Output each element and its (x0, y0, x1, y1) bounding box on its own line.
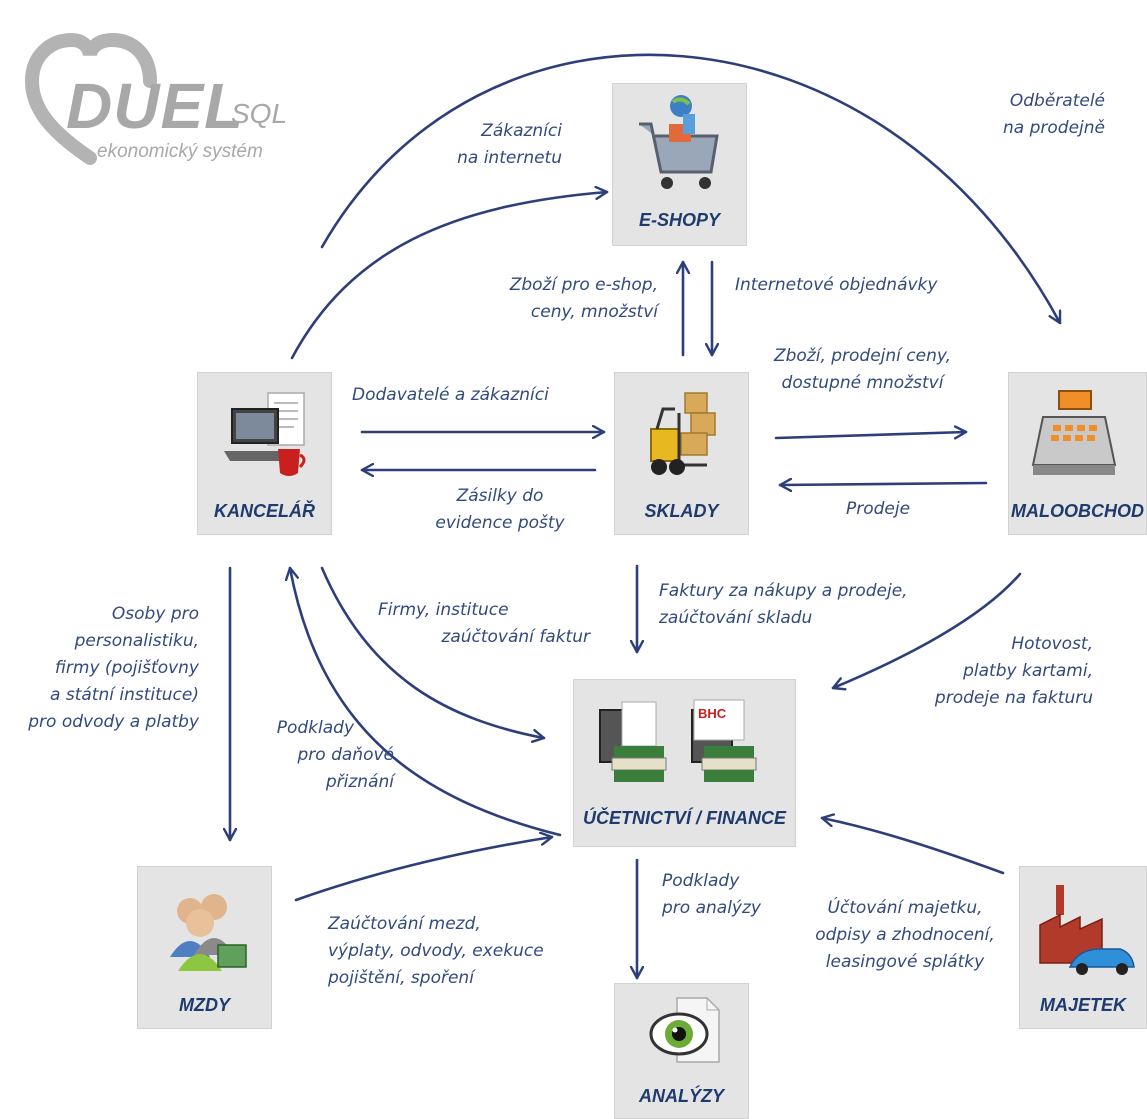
flow-label-line: Prodeje (846, 499, 911, 519)
flow-label-line: odpisy a zhodnocení, (815, 925, 995, 945)
flow-label-line: Faktury za nákupy a prodeje, (659, 581, 908, 601)
flow-label-line: pojištění, spoření (328, 968, 474, 988)
flow-label-hotovost: Hotovost, platby kartami, prodeje na fak… (880, 631, 1093, 712)
node-ucetnictvi: BHC ÚČETNICTVÍ / FINANCE (573, 679, 796, 847)
flow-label-line: na internetu (457, 148, 562, 168)
svg-text:BHC: BHC (698, 706, 727, 721)
flow-label-zbozi-eshop: Zboží pro e-shop, ceny, množství (440, 272, 658, 326)
arrow-mzdy-to-ucetnictvi (294, 837, 554, 902)
flow-label-line: Osoby pro (111, 604, 199, 624)
arrow-majetek-to-ucetnictvi (820, 818, 1005, 875)
flow-label-line: a státní instituce) (50, 685, 199, 705)
flow-label-line: platby kartami, (963, 661, 1093, 681)
node-majetek: MAJETEK (1019, 866, 1147, 1029)
flow-label-firmy: Firmy, instituce zaúčtování faktur (360, 597, 590, 651)
logo-suffix: SQL (231, 98, 288, 129)
arrow-kancelar-to-maloobchod (320, 53, 1062, 325)
flow-label-faktury: Faktury za nákupy a prodeje, zaúčtování … (659, 578, 908, 632)
node-kancelar: KANCELÁŘ (197, 372, 332, 535)
forklift-boxes-icon (650, 392, 716, 475)
node-label-mzdy: MZDY (179, 995, 230, 1015)
accounting-books-icon: BHC (599, 699, 757, 782)
flow-label-zbozi-prodejni: Zboží, prodejní ceny, dostupné množství (760, 343, 965, 397)
flow-label-line: Zboží pro e-shop, (509, 275, 658, 295)
flow-label-line: Firmy, instituce (378, 600, 509, 620)
arrow-sklady-to-maloobchod (774, 432, 968, 438)
flow-label-line: personalistiku, (74, 631, 199, 651)
node-analyzy: ANALÝZY (614, 983, 749, 1119)
laptop-office-icon (224, 392, 306, 476)
flow-label-osoby: Osoby pro personalistiku, firmy (pojišťo… (6, 601, 199, 736)
factory-car-icon (1039, 885, 1135, 975)
flow-label-line: pro odvody a platby (28, 712, 199, 732)
flow-label-dodavatele: Dodavatelé a zákazníci (352, 382, 549, 409)
flow-label-line: prodeje na fakturu (934, 688, 1093, 708)
node-mzdy: MZDY (137, 866, 272, 1029)
flow-label-line: na prodejně (1003, 118, 1105, 138)
flow-label-odberatele: Odběratelé na prodejně (900, 88, 1105, 142)
flow-label-line: Zákazníci (481, 121, 562, 141)
flow-label-line: Dodavatelé a zákazníci (352, 385, 549, 405)
arrow-maloobchod-to-sklady (778, 483, 988, 485)
flow-label-line: firmy (pojišťovny (54, 658, 199, 678)
flow-label-zasilky: Zásilky do evidence pošty (410, 483, 590, 537)
flow-label-uctovani-majetku: Účtování majetku, odpisy a zhodnocení, l… (805, 895, 1005, 976)
flow-label-prodeje: Prodeje (846, 496, 910, 523)
flow-label-line: Internetové objednávky (735, 275, 938, 295)
flow-label-line: Odběratelé (1009, 91, 1105, 111)
flow-label-podklady-analyzy: Podklady pro analýzy (662, 868, 761, 922)
arrow-ucetnictvi-to-kancelar (290, 566, 562, 837)
flow-label-line: výplaty, odvody, exekuce (328, 941, 544, 961)
node-label-analyzy: ANALÝZY (639, 1086, 724, 1106)
shopping-cart-icon (639, 95, 719, 189)
flow-label-podklady-dan: Podklady pro daňové přiznání (246, 715, 394, 796)
flow-label-zauctovani-mezd: Zaúčtování mezd, výplaty, odvody, exekuc… (328, 911, 544, 992)
flow-label-line: evidence pošty (435, 513, 565, 533)
node-label-sklady: SKLADY (644, 501, 719, 521)
logo-tagline: ekonomický systém (97, 141, 263, 162)
cash-register-icon (1031, 390, 1117, 475)
flow-label-line: pro analýzy (662, 898, 761, 918)
flow-label-line: ceny, množství (530, 302, 658, 322)
flow-label-line: Účtování majetku, (827, 898, 983, 918)
eye-document-icon (649, 997, 720, 1063)
flow-label-line: Hotovost, (1011, 634, 1093, 654)
node-sklady: SKLADY (614, 372, 749, 535)
node-maloobchod: MALOOBCHOD (1008, 372, 1147, 535)
heart-logo-icon (24, 32, 157, 165)
flow-label-line: Zásilky do (456, 486, 544, 506)
flow-label-line: zaúčtování faktur (441, 627, 590, 647)
flow-label-line: přiznání (325, 772, 394, 792)
flow-label-line: Zboží, prodejní ceny, (773, 346, 952, 366)
arrow-kancelar-to-eshopy (290, 192, 609, 360)
node-label-kancelar: KANCELÁŘ (214, 501, 315, 521)
flow-label-line: leasingové splátky (825, 952, 985, 972)
flow-label-line: pro daňové (297, 745, 395, 765)
node-label-ucetnictvi: ÚČETNICTVÍ / FINANCE (582, 808, 786, 828)
flow-label-zakaznici-internet: Zákazníci na internetu (400, 118, 562, 172)
arrow-kancelar-to-ucetnictvi (320, 566, 546, 738)
node-label-eshopy: E-SHOPY (638, 210, 721, 230)
flow-label-internetove: Internetové objednávky (735, 272, 937, 299)
node-label-maloobchod: MALOOBCHOD (1011, 501, 1144, 521)
people-money-icon (170, 894, 247, 971)
arrow-maloobchod-to-ucetnictvi (831, 572, 1022, 688)
flow-label-line: Zaúčtování mezd, (328, 914, 481, 934)
flow-label-line: zaúčtování skladu (659, 608, 813, 628)
node-label-majetek: MAJETEK (1039, 995, 1126, 1015)
node-eshopy: E-SHOPY (612, 83, 747, 246)
flow-label-line: dostupné množství (781, 373, 944, 393)
flow-label-line: Podklady (276, 718, 354, 738)
flow-label-line: Podklady (662, 871, 740, 891)
logo-name: DUEL (66, 70, 245, 142)
